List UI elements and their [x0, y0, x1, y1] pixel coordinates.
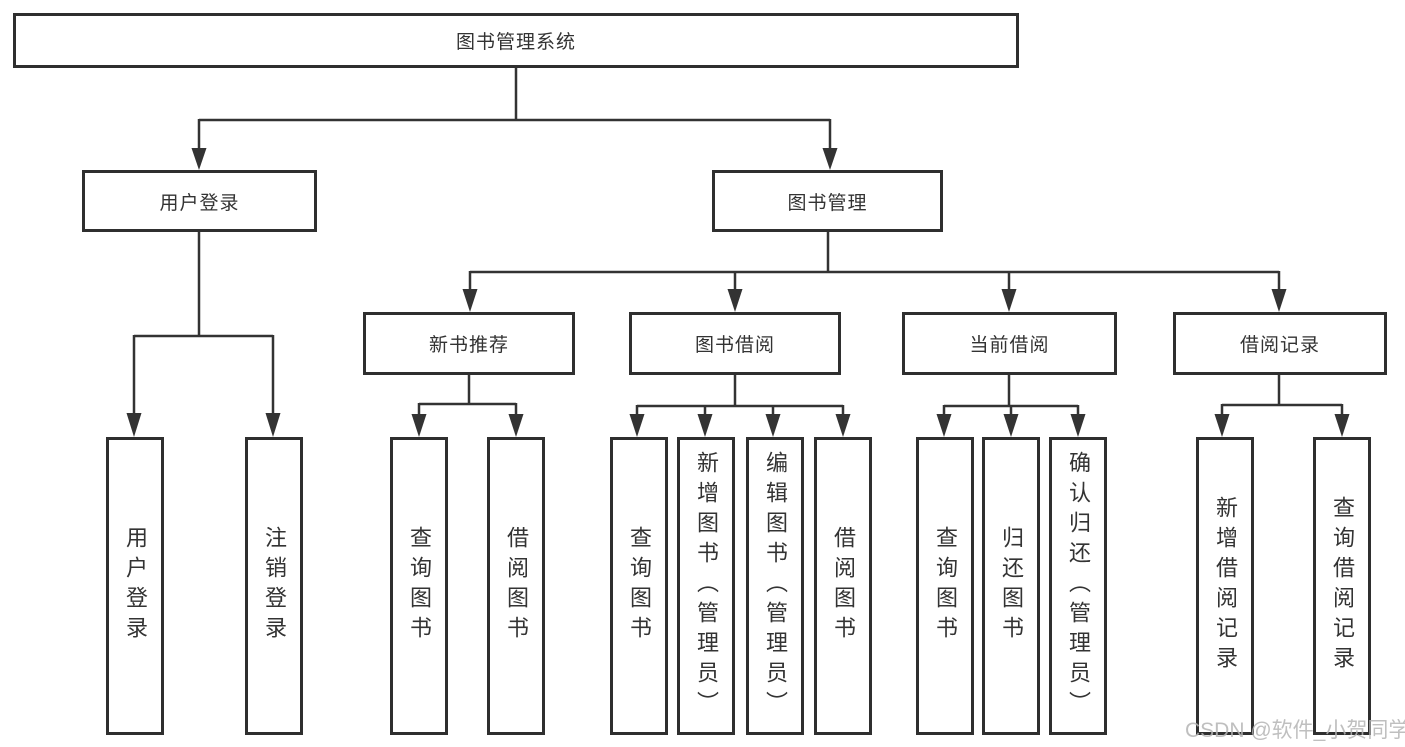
leaf-return-book: 归还图书 — [982, 437, 1040, 735]
leaf-add-book-admin: 新增图书（管理员） — [677, 437, 735, 735]
leaf-borrow-book: 借阅图书 — [814, 437, 872, 735]
node-borrow-records: 借阅记录 — [1173, 312, 1387, 375]
leaf-add-borrow-record: 新增借阅记录 — [1196, 437, 1254, 735]
leaf-add-book-admin-label: 新增图书（管理员） — [694, 451, 719, 721]
leaf-query-book-recommend-label: 查询图书 — [407, 526, 432, 646]
leaf-logout: 注销登录 — [245, 437, 303, 735]
node-book-management-branch: 图书管理 — [712, 170, 943, 232]
node-book-borrow: 图书借阅 — [629, 312, 841, 375]
node-current-borrow-label: 当前借阅 — [969, 335, 1050, 356]
leaf-add-borrow-record-label: 新增借阅记录 — [1213, 496, 1238, 676]
leaf-user-login-label: 用户登录 — [123, 526, 148, 646]
node-new-book-recommend-label: 新书推荐 — [428, 335, 509, 356]
leaf-borrow-book-recommend: 借阅图书 — [487, 437, 545, 735]
leaf-edit-book-admin: 编辑图书（管理员） — [746, 437, 804, 735]
node-book-management-branch-label: 图书管理 — [787, 192, 868, 214]
leaf-edit-book-admin-label: 编辑图书（管理员） — [763, 451, 788, 721]
leaf-query-book-borrow-label: 查询图书 — [627, 526, 652, 646]
node-user-login-branch: 用户登录 — [82, 170, 317, 232]
node-system-root-label: 图书管理系统 — [455, 32, 576, 53]
leaf-borrow-book-recommend-label: 借阅图书 — [504, 526, 529, 646]
leaf-query-book-borrow: 查询图书 — [610, 437, 668, 735]
node-new-book-recommend: 新书推荐 — [363, 312, 575, 375]
leaf-query-book-recommend: 查询图书 — [390, 437, 448, 735]
leaf-query-borrow-record-label: 查询借阅记录 — [1330, 496, 1355, 676]
arrowhead-icons — [126, 148, 1350, 437]
leaf-borrow-book-label: 借阅图书 — [831, 526, 856, 646]
leaf-user-login: 用户登录 — [106, 437, 164, 735]
node-current-borrow: 当前借阅 — [902, 312, 1117, 375]
node-book-borrow-label: 图书借阅 — [694, 335, 775, 356]
leaf-confirm-return-admin-label: 确认归还（管理员） — [1066, 451, 1091, 721]
node-borrow-records-label: 借阅记录 — [1239, 335, 1320, 356]
node-user-login-branch-label: 用户登录 — [159, 192, 240, 214]
leaf-query-borrow-record: 查询借阅记录 — [1313, 437, 1371, 735]
leaf-logout-label: 注销登录 — [262, 526, 287, 646]
leaf-return-book-label: 归还图书 — [999, 526, 1024, 646]
node-system-root: 图书管理系统 — [13, 13, 1019, 68]
leaf-query-book-current-label: 查询图书 — [933, 526, 958, 646]
csdn-watermark: CSDN @软件_小贺同学 — [1185, 719, 1405, 742]
leaf-confirm-return-admin: 确认归还（管理员） — [1049, 437, 1107, 735]
leaf-query-book-current: 查询图书 — [916, 437, 974, 735]
